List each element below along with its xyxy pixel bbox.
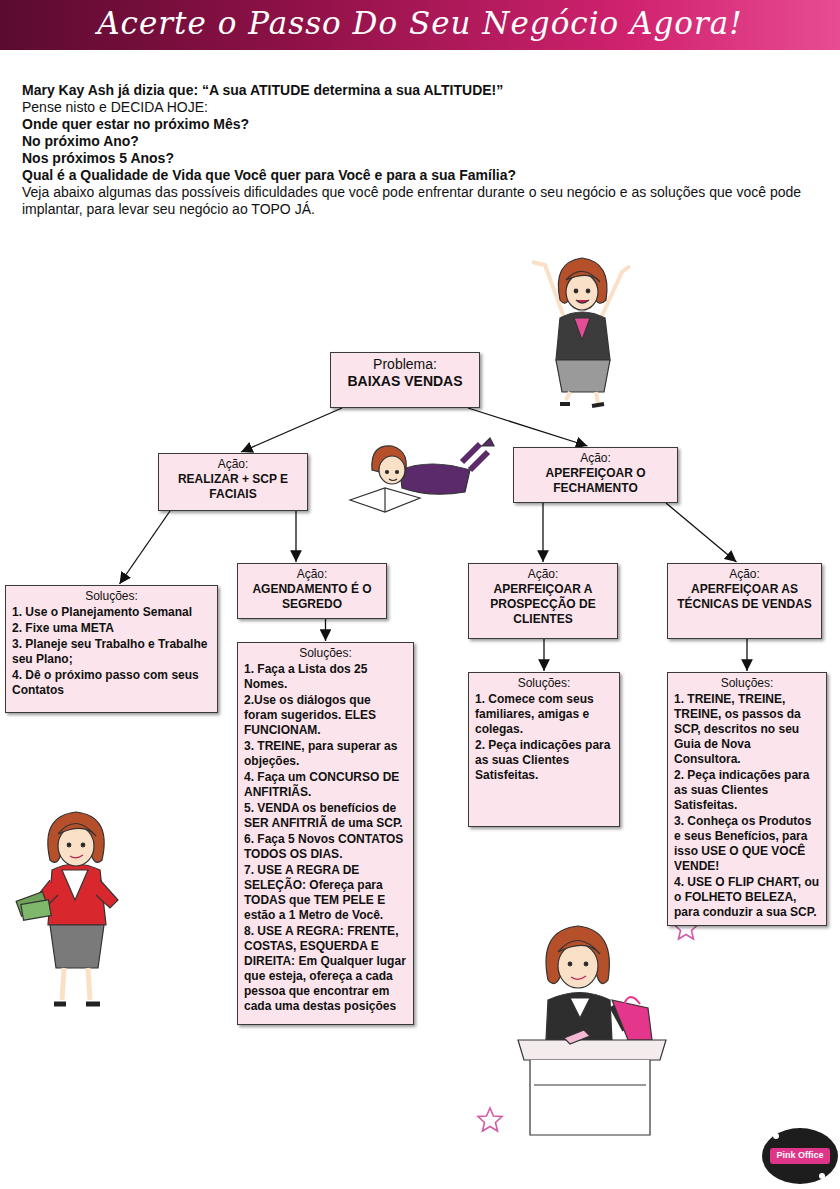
problem-box: Problema:BAIXAS VENDAS bbox=[330, 352, 480, 408]
solution-box: Soluções:1. Comece com seus familiares, … bbox=[468, 672, 620, 827]
box-body: BAIXAS VENDAS bbox=[337, 373, 473, 390]
solution-item: 2. Peça indicações para as suas Clientes… bbox=[475, 738, 613, 783]
action-box: Ação:AGENDAMENTO É O SEGREDO bbox=[237, 563, 387, 619]
box-body: APERFEIÇOAR AS TÉCNICAS DE VENDAS bbox=[674, 582, 815, 612]
solution-item: 4. USE O FLIP CHART, ou o FOLHETO BELEZA… bbox=[674, 875, 820, 920]
box-body: REALIZAR + SCP E FACIAIS bbox=[165, 472, 301, 502]
intro-text: Mary Kay Ash já dizia que: “A sua ATITUD… bbox=[22, 82, 822, 99]
solution-item: 1. Use o Planejamento Semanal bbox=[12, 605, 211, 620]
box-heading: Soluções: bbox=[475, 676, 613, 691]
box-heading: Problema: bbox=[337, 356, 473, 373]
solution-item: 3. Conheça os Produtos e seus Benefícios… bbox=[674, 814, 820, 874]
box-heading: Ação: bbox=[165, 457, 301, 472]
intro-text: Qual é a Qualidade de Vida que Você quer… bbox=[22, 167, 822, 184]
reading-woman bbox=[350, 438, 494, 512]
solution-item: 7. USE A REGRA DE SELEÇÃO: Ofereça para … bbox=[244, 863, 407, 923]
connector-arrow bbox=[241, 408, 342, 452]
action-box: Ação:REALIZAR + SCP E FACIAIS bbox=[158, 453, 308, 511]
connector-arrow bbox=[325, 619, 326, 641]
solution-item: 4. Faça um CONCURSO DE ANFITRIÃS. bbox=[244, 770, 407, 800]
solution-item: 1. TREINE, TREINE, TREINE, os passos da … bbox=[674, 692, 820, 767]
connector-arrow bbox=[543, 639, 544, 671]
solution-item: 2.Use os diálogos que foram sugeridos. E… bbox=[244, 693, 407, 738]
action-box: Ação:APERFEIÇOAR O FECHAMENTO bbox=[513, 447, 678, 503]
woman-at-desk bbox=[518, 926, 666, 1135]
solution-item: 4. Dê o próximo passo com seus Contatos bbox=[12, 668, 211, 698]
intro-text: No próximo Ano? bbox=[22, 133, 822, 150]
box-body: APERFEIÇOAR O FECHAMENTO bbox=[520, 466, 671, 496]
solution-box: Soluções:1. Faça a Lista dos 25 Nomes.2.… bbox=[237, 642, 414, 1025]
box-heading: Ação: bbox=[674, 567, 815, 582]
solution-box: Soluções:1. TREINE, TREINE, TREINE, os p… bbox=[667, 672, 827, 926]
page-title: Acerte o Passo Do Seu Negócio Agora! bbox=[0, 5, 840, 41]
box-body: AGENDAMENTO É O SEGREDO bbox=[244, 582, 380, 612]
intro-text: Onde quer estar no próximo Mês? bbox=[22, 116, 822, 133]
box-heading: Ação: bbox=[475, 567, 611, 582]
pink-office-logo bbox=[762, 1128, 838, 1184]
logo-text: Pink Office bbox=[766, 1150, 834, 1160]
intro-text: Nos próximos 5 Anos? bbox=[22, 150, 822, 167]
intro-text: Pense nisto e DECIDA HOJE: bbox=[22, 99, 822, 116]
box-heading: Ação: bbox=[520, 451, 671, 466]
box-heading: Soluções: bbox=[12, 589, 211, 604]
woman-with-money bbox=[16, 812, 118, 1004]
solution-item: 5. VENDA os benefícios de SER ANFITRIÃ d… bbox=[244, 801, 407, 831]
solution-item: 2. Peça indicações para as suas Clientes… bbox=[674, 768, 820, 813]
connector-arrow bbox=[120, 511, 171, 584]
solution-item: 3. TREINE, para superar as objeções. bbox=[244, 739, 407, 769]
action-box: Ação:APERFEIÇOAR A PROSPECÇÃO DE CLIENTE… bbox=[468, 563, 618, 639]
connector-arrow bbox=[542, 503, 543, 562]
solution-item: 6. Faça 5 Novos CONTATOS TODOS OS DIAS. bbox=[244, 832, 407, 862]
box-heading: Soluções: bbox=[244, 646, 407, 661]
solution-box: Soluções:1. Use o Planejamento Semanal2.… bbox=[5, 585, 218, 713]
solution-item: 1. Faça a Lista dos 25 Nomes. bbox=[244, 662, 407, 692]
box-heading: Soluções: bbox=[674, 676, 820, 691]
solution-item: 2. Fixe uma META bbox=[12, 621, 211, 636]
action-box: Ação:APERFEIÇOAR AS TÉCNICAS DE VENDAS bbox=[667, 563, 822, 639]
box-heading: Ação: bbox=[244, 567, 380, 582]
intro-text: Veja abaixo algumas das possíveis dificu… bbox=[22, 184, 822, 218]
connector-arrow bbox=[666, 503, 737, 562]
connector-arrow bbox=[468, 408, 588, 446]
connector-arrow bbox=[746, 639, 747, 671]
cheering-woman bbox=[532, 258, 630, 406]
solution-item: 1. Comece com seus familiares, amigas e … bbox=[475, 692, 613, 737]
solution-item: 3. Planeje seu Trabalho e Trabalhe seu P… bbox=[12, 637, 211, 667]
box-body: APERFEIÇOAR A PROSPECÇÃO DE CLIENTES bbox=[475, 582, 611, 627]
solution-item: 8. USE A REGRA: FRENTE, COSTAS, ESQUERDA… bbox=[244, 924, 407, 1014]
connector-arrow bbox=[295, 511, 296, 562]
